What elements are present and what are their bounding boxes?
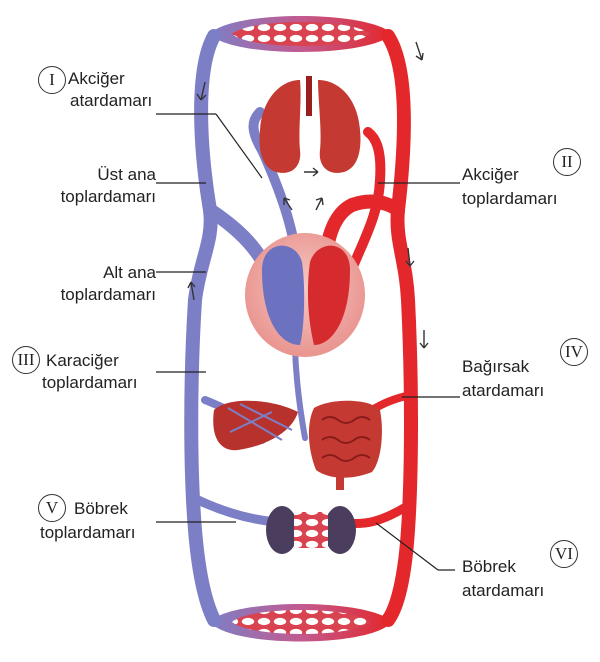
label-VI-line2: atardamarı	[462, 580, 544, 602]
label-III-number: III	[12, 346, 40, 374]
intestines	[309, 401, 382, 490]
label-III-line2: toplardamarı	[42, 372, 137, 394]
label-V-line2: toplardamarı	[40, 522, 135, 544]
upper-capillary-bed	[210, 16, 392, 52]
label-ust-ana-line1: Üst ana	[0, 164, 156, 186]
label-V-number: V	[38, 494, 66, 522]
lungs	[260, 76, 361, 173]
label-I-line2: atardamarı	[70, 90, 152, 112]
label-III-line1: Karaciğer	[46, 350, 119, 372]
lower-capillary-bed	[210, 604, 392, 642]
heart	[245, 233, 365, 357]
label-alt-ana-line1: Alt ana	[0, 262, 156, 284]
label-alt-ana-line2: toplardamarı	[0, 284, 156, 306]
liver	[213, 401, 298, 451]
label-IV-line2: atardamarı	[462, 380, 544, 402]
label-I-line1: Akciğer	[68, 68, 125, 90]
label-VI-line1: Böbrek	[462, 556, 516, 578]
label-II-line2: toplardamarı	[462, 188, 557, 210]
label-II-line1: Akciğer	[462, 164, 519, 186]
label-ust-ana-line2: toplardamarı	[0, 186, 156, 208]
label-II-number: II	[553, 148, 581, 176]
label-IV-number: IV	[560, 338, 588, 366]
label-IV-line1: Bağırsak	[462, 356, 529, 378]
label-I-number: I	[38, 66, 66, 94]
kidneys	[266, 506, 356, 554]
label-VI-number: VI	[550, 540, 578, 568]
label-V-line1: Böbrek	[74, 498, 128, 520]
